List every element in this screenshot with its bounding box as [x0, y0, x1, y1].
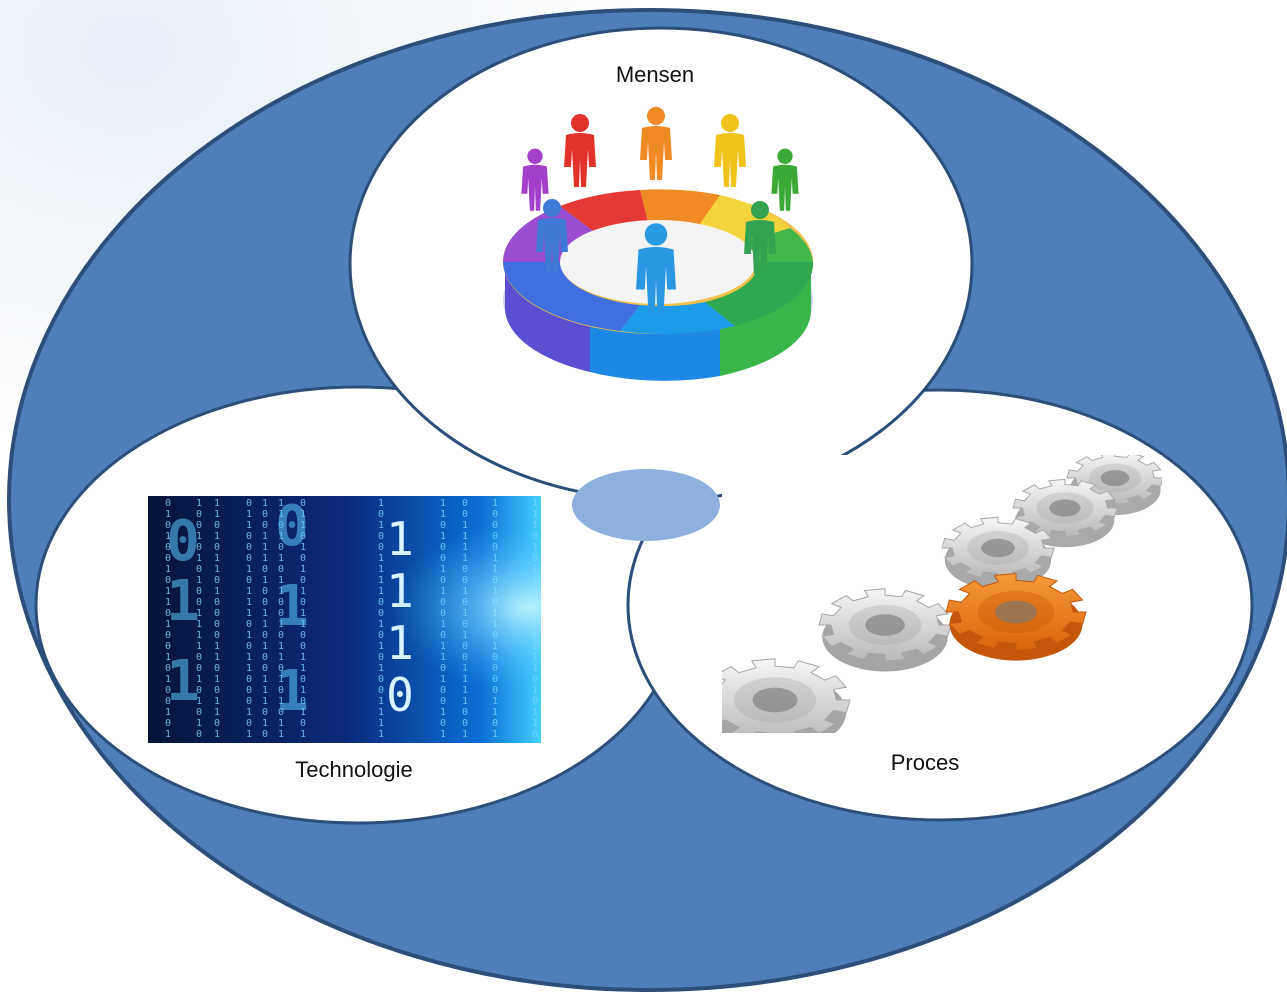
mensen-label: Mensen: [615, 62, 695, 87]
technologie-label: Technologie: [295, 757, 413, 782]
binary-code-icon: 0101001011010010100101100101010011110010…: [148, 496, 541, 743]
center-ellipse: [572, 469, 720, 541]
proces-label: Proces: [890, 750, 960, 775]
people-puzzle-ring-icon: [502, 107, 814, 381]
gears-icon: [722, 455, 1162, 733]
